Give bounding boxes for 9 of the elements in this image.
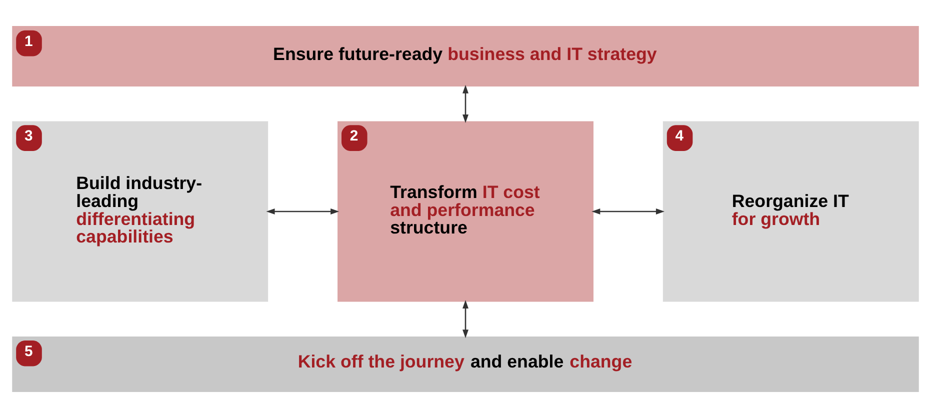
- node-box: 4 Reorganize IT for growth: [662, 120, 919, 302]
- node-box: 2 Transform IT cost and performance structure: [338, 120, 594, 302]
- arrow: [462, 84, 468, 122]
- node-box: 5 Kick off the journey and enable change: [12, 336, 919, 392]
- arrow: [592, 208, 664, 214]
- arrow: [266, 208, 340, 214]
- node-box: 3 Build industry-leading differentiating capabilities: [12, 120, 268, 302]
- node-box: 1 Ensure future-ready business and IT strategy: [12, 25, 919, 86]
- arrow: [462, 299, 468, 338]
